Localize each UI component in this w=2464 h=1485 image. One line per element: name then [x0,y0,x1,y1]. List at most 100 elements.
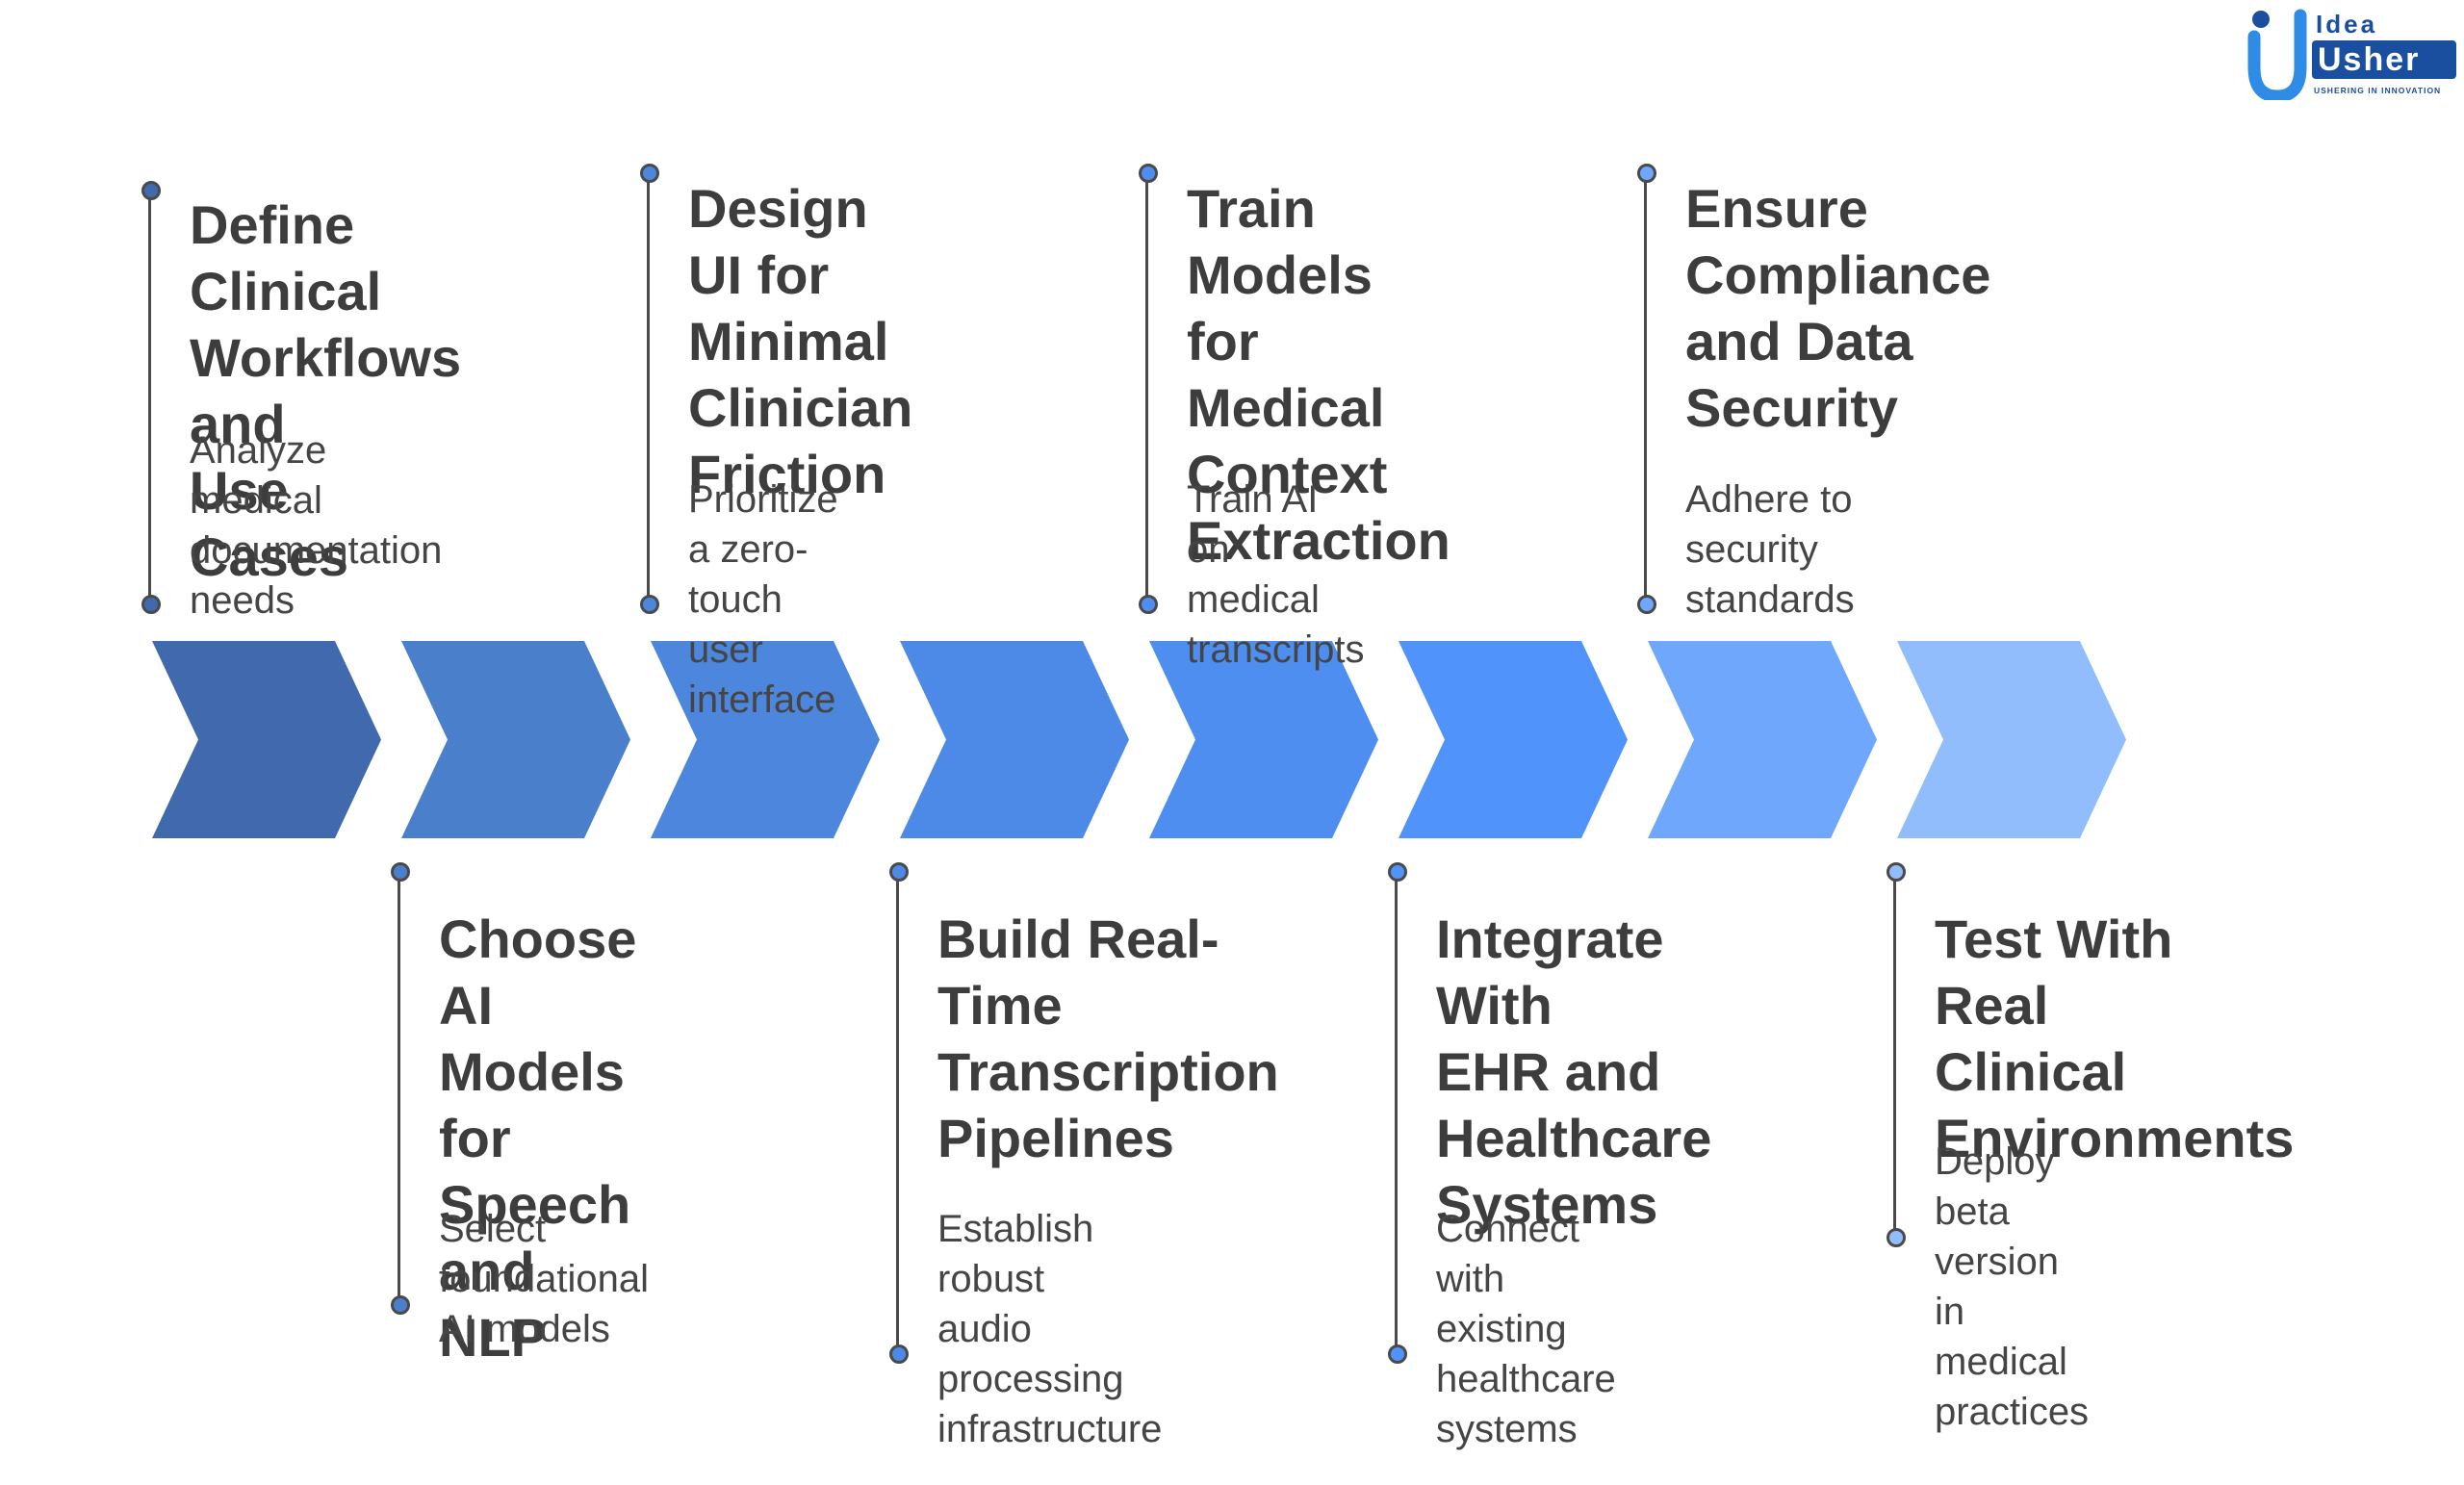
step-connector-line [1394,872,1398,1354]
step-description: Select foundational AI models [439,1204,649,1354]
logo-text-main: Usher [2318,41,2420,78]
connector-dot-end [888,1344,909,1364]
step-title-line: Pipelines [937,1108,1174,1168]
step-description-line: Prioritize a zero- [688,478,838,571]
step-description: Prioritize a zero-touch user interface [688,474,838,725]
chevron-2 [401,641,630,838]
step-title-line: Test With Real [1935,909,2173,1036]
step-title-line: Models for [439,1041,625,1168]
step-description-line: documentation [190,529,443,572]
step-title-line: Clinical [1935,1041,2127,1102]
step-description-line: needs [190,579,295,622]
step-description-line: systems [1436,1408,1578,1450]
chevron-7 [1648,641,1877,838]
step-title-line: Security [1685,377,1898,438]
step-connector-line [1892,872,1896,1238]
step-title-line: Compliance [1685,244,1991,305]
logo-main-bg [2312,40,2456,79]
step-title-line: Transcription [937,1041,1279,1102]
step-title-line: NLP [439,1307,547,1368]
idea-usher-logo: Idea Usher USHERING IN INNOVATION [2243,8,2458,103]
step-connector-line [646,173,650,604]
step-title-line: Environments [1935,1108,2295,1168]
step-description-line: Adhere to security [1685,478,1853,571]
step-title-line: Friction [688,444,886,504]
logo-u-shape [2247,9,2307,103]
step-title-line: Clinician [688,377,913,438]
step-title-line: EHR and [1436,1041,1661,1102]
step-description: Adhere to security standards [1685,474,1855,625]
step-title-line: for Medical [1187,311,1385,438]
chevron-8 [1897,641,2126,838]
connector-dot-start [141,181,161,200]
connector-dot-end [639,595,659,614]
step-description-line: touch user interface [688,578,836,721]
step-connector-line [147,191,151,604]
step-description-line: Deploy beta version [1935,1140,2059,1283]
step-description-line: audio processing [937,1308,1124,1400]
step-connector-line [1643,173,1647,604]
step-title-line: Context [1187,444,1388,504]
connector-dot-start [1138,164,1158,183]
step-title-line: Workflows and [190,327,462,454]
connector-dot-end [141,595,161,614]
step-title-line: Healthcare [1436,1108,1712,1168]
step-description-line: standards [1685,578,1855,621]
step-connector-line [1144,173,1148,604]
chevron-3 [651,641,880,838]
step-title-line: Systems [1436,1174,1658,1235]
step-title-line: Integrate With [1436,909,1664,1036]
connector-dot-end [1387,1344,1407,1364]
step-description: Analyze medical documentation needs [190,425,442,626]
step-description-line: Establish robust [937,1208,1094,1300]
connector-dot-start [639,164,659,183]
connector-dot-end [1138,595,1158,614]
step-title-line: Minimal [688,311,889,371]
step-connector-line [397,872,400,1305]
step-title-line: Extraction [1187,510,1450,571]
connector-dot-start [888,862,909,882]
connector-dot-start [1387,862,1407,882]
step-title-line: Choose AI [439,909,637,1036]
step-description-line: in medical practices [1935,1291,2090,1433]
step-title-line: Define Clinical [190,194,382,321]
step-title-line: Ensure [1685,178,1868,239]
step-description-line: Analyze medical [190,429,327,522]
chevron-6 [1399,641,1628,838]
logo-text-top: Idea [2316,10,2377,38]
connector-dot-end [1636,595,1656,614]
step-description-line: existing healthcare [1436,1308,1616,1400]
step-description-line: Select foundational [439,1208,649,1300]
chevron-1 [152,641,381,838]
step-title-line: Build Real- [937,909,1219,969]
connector-dot-end [390,1295,410,1315]
chevron-4 [900,641,1129,838]
step-title-line: Use Cases [190,460,349,587]
connector-dot-start [1886,862,1906,882]
step-description-line: Connect with [1436,1208,1579,1300]
logo-tagline: USHERING IN INNOVATION [2314,86,2441,95]
chevron-5 [1149,641,1378,838]
connector-dot-start [1636,164,1656,183]
logo-dot [2252,11,2270,28]
step-description-line: AI models [439,1308,610,1350]
step-description-line: infrastructure [937,1408,1163,1450]
logo-mark: Idea Usher USHERING IN INNOVATION [2247,9,2456,103]
step-description-line: transcripts [1187,628,1365,671]
connector-dot-start [390,862,410,882]
step-title-line: and Data [1685,311,1913,371]
step-title-line: Train Models [1187,178,1373,305]
